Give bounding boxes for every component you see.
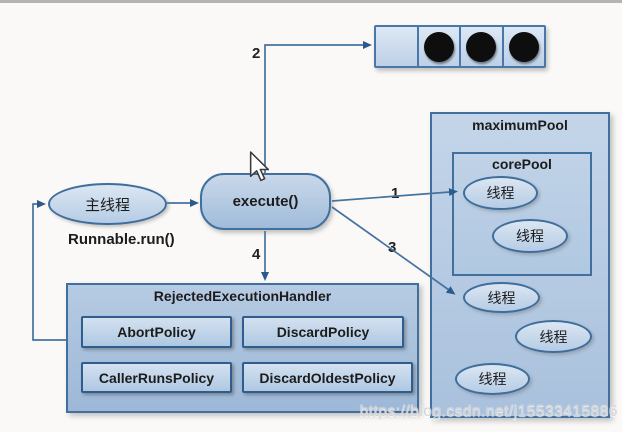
queue-slot	[459, 27, 502, 66]
core-pool-title: corePool	[492, 156, 552, 172]
edge-label-1: 1	[391, 185, 400, 202]
main-thread-node: 主线程	[48, 183, 167, 225]
edge-label-3: 3	[388, 239, 397, 256]
thread-label: 线程	[516, 228, 544, 244]
thread-node-pool-1: 线程	[463, 282, 540, 313]
queue-task-dot	[466, 31, 497, 62]
policy-label: DiscardPolicy	[276, 324, 370, 340]
thread-node-core-1: 线程	[463, 176, 538, 210]
thread-label: 线程	[487, 289, 516, 306]
queue-slot	[501, 27, 545, 66]
runnable-run-label: Runnable.run()	[68, 231, 175, 248]
queue-slot	[416, 27, 460, 66]
thread-label: 线程	[478, 371, 507, 387]
policy-label: CallerRunsPolicy	[98, 369, 215, 386]
window-top-edge	[0, 0, 622, 3]
main-thread-label: 主线程	[84, 196, 130, 214]
thread-node-pool-3: 线程	[455, 363, 530, 395]
execute-node: execute()	[200, 173, 331, 230]
maximum-pool-title: maximumPool	[472, 117, 568, 133]
thread-node-core-2: 线程	[492, 219, 568, 253]
mouse-cursor-icon	[249, 151, 270, 182]
policy-abort: AbortPolicy	[81, 316, 232, 348]
policy-discard-oldest: DiscardOldestPolicy	[242, 362, 413, 393]
execute-label: execute()	[232, 193, 299, 210]
queue-task-dot	[423, 31, 454, 62]
thread-node-pool-2: 线程	[515, 320, 592, 353]
edge-label-2: 2	[252, 45, 261, 62]
policy-caller-runs: CallerRunsPolicy	[81, 362, 232, 393]
thread-label: 线程	[539, 328, 568, 345]
policy-discard: DiscardPolicy	[242, 316, 404, 348]
policy-label: AbortPolicy	[117, 324, 196, 340]
arrow-execute-to-queue	[264, 41, 372, 173]
queue-slot-empty	[376, 27, 417, 66]
edge-label-4: 4	[252, 246, 261, 263]
queue-task-dot	[508, 31, 539, 62]
thread-label: 线程	[486, 185, 515, 201]
watermark: https://blog.csdn.net/j15533415886	[359, 403, 618, 420]
rejected-execution-handler-title: RejectedExecutionHandler	[153, 288, 332, 304]
core-pool-box	[452, 152, 592, 276]
task-queue	[374, 25, 546, 68]
arrow-handler-loop-to-mainthread	[32, 200, 66, 341]
policy-label: DiscardOldestPolicy	[259, 369, 396, 386]
